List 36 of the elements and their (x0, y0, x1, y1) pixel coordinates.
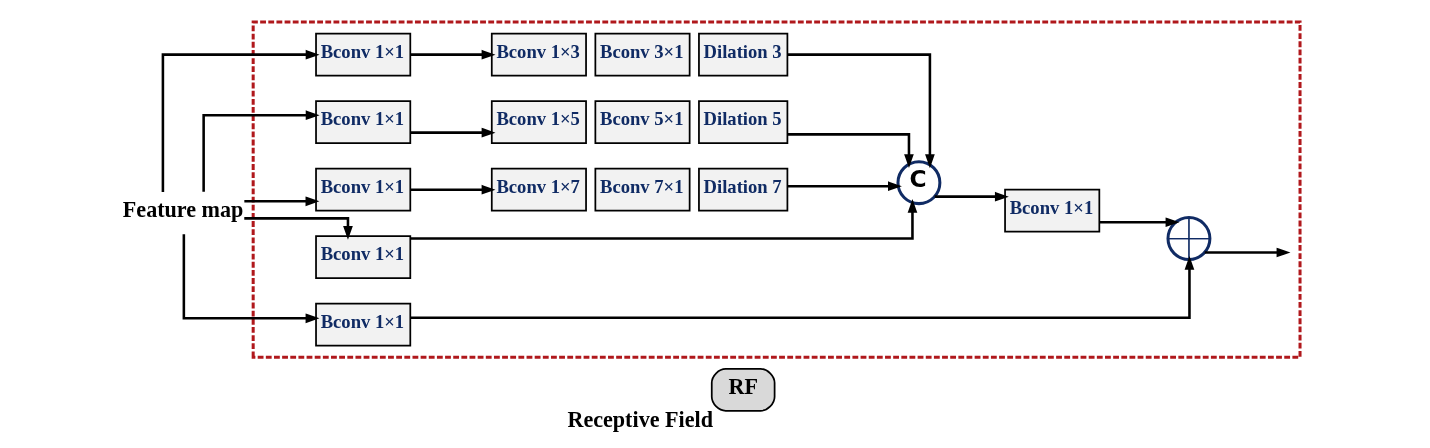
node-box: Bconv 1×7 (490, 167, 587, 212)
node-box: Bconv 1×3 (490, 32, 587, 77)
arrow (786, 53, 935, 169)
node-box: Bconv 7×1 (594, 167, 690, 212)
node-box: Bconv 1×1 (314, 167, 411, 212)
arrow (243, 217, 353, 240)
node-circle: C (895, 160, 941, 206)
cluster (251, 20, 1302, 359)
node-box: Bconv 1×1 (314, 302, 411, 347)
arrow (161, 49, 320, 192)
arrow (787, 133, 914, 168)
node-text: Feature map (122, 197, 243, 223)
node-box: Dilation 7 (697, 167, 788, 212)
arrow (410, 198, 917, 240)
node-box: Bconv 3×1 (594, 32, 690, 77)
arrow (410, 49, 495, 60)
arrow (410, 127, 495, 138)
arrow (1204, 247, 1290, 258)
arrow (934, 191, 1009, 202)
node-box: Bconv 1×1 (1003, 188, 1100, 233)
node-box: RF (710, 368, 775, 412)
node-box: Bconv 5×1 (594, 100, 690, 144)
arrow (1099, 217, 1179, 228)
node-label: Receptive Field (566, 407, 713, 433)
node-box: Dilation 5 (697, 100, 788, 144)
arrow (787, 181, 902, 192)
node-box: Bconv 1×1 (314, 235, 411, 279)
node-box: Bconv 1×1 (314, 100, 411, 144)
arrow (201, 110, 320, 192)
node-box: Bconv 1×5 (490, 100, 587, 144)
arrow (243, 196, 319, 207)
arrow (410, 255, 1194, 319)
arrow (410, 184, 495, 195)
node-box: Bconv 1×1 (314, 32, 411, 77)
arrow (182, 234, 319, 324)
node-box: Dilation 3 (697, 32, 788, 77)
